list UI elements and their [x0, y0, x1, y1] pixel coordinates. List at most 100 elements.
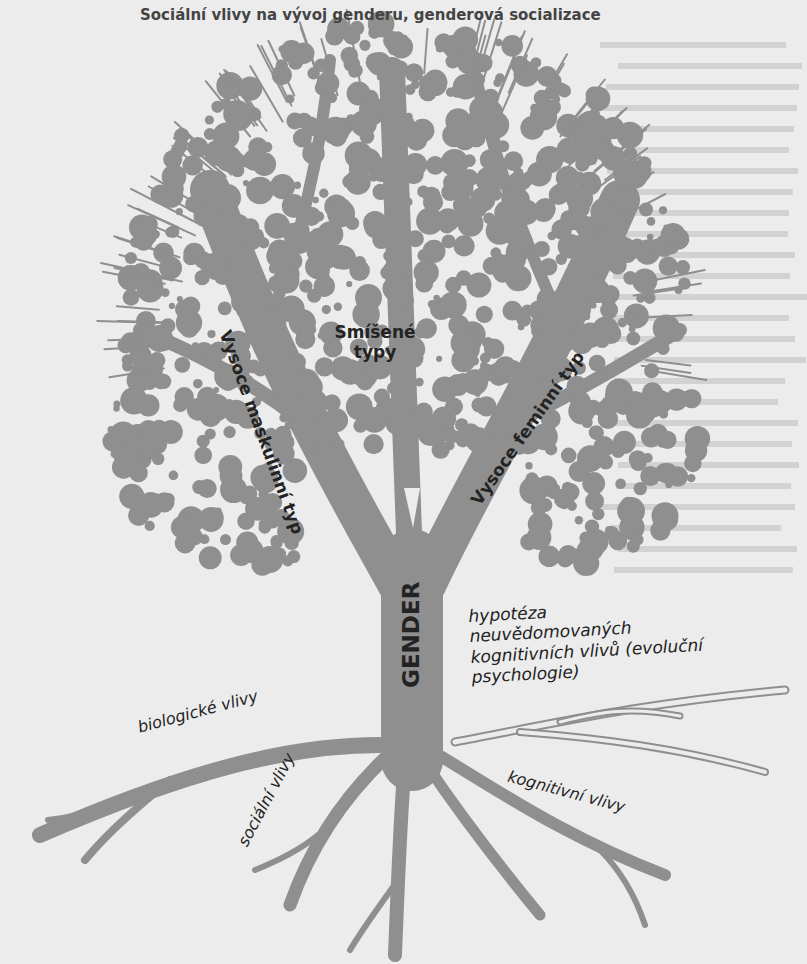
- leaf-blob: [205, 209, 214, 218]
- leaf-blob: [658, 463, 679, 484]
- leaf-blob: [237, 513, 254, 530]
- leaf-blob: [161, 288, 170, 297]
- leaf-blob: [501, 374, 511, 384]
- leaf-blob: [629, 450, 647, 468]
- leaf-blob: [421, 266, 435, 280]
- leaf-blob: [149, 352, 166, 369]
- leaf-blob: [516, 281, 524, 289]
- leaf-blob: [268, 394, 278, 404]
- leaf-blob: [635, 240, 660, 265]
- twig: [258, 45, 287, 102]
- page-text-line: [618, 63, 802, 69]
- root-label: biologické vlivy: [136, 687, 260, 738]
- leaf-blob: [583, 313, 590, 320]
- leaf-blob: [601, 324, 621, 344]
- leaf-blob: [531, 500, 547, 516]
- twig: [591, 129, 646, 175]
- leaf-blob: [520, 534, 537, 551]
- twig: [174, 138, 226, 182]
- leaf-blob: [415, 378, 424, 387]
- leaf-blob: [321, 117, 349, 145]
- leaf-blob: [591, 159, 597, 165]
- leaf-blob: [441, 36, 460, 55]
- leaf-blob: [613, 431, 636, 454]
- leaf-blob: [538, 529, 546, 537]
- leaf-blob: [279, 413, 288, 422]
- twig: [424, 29, 427, 73]
- leaf-blob: [315, 357, 334, 376]
- leaf-blob: [349, 63, 363, 77]
- leaf-blob: [337, 199, 349, 211]
- leaf-blob: [258, 237, 269, 248]
- leaf-blob: [575, 516, 583, 524]
- twig: [605, 148, 647, 180]
- leaf-blob: [213, 122, 240, 149]
- leaf-blob: [408, 154, 417, 163]
- leaf-blob: [545, 99, 561, 115]
- leaf-blob: [537, 361, 545, 369]
- leaf-blob: [659, 206, 667, 214]
- leaf-blob: [602, 295, 616, 309]
- leaf-blob: [568, 312, 579, 323]
- leaf-blob: [585, 519, 599, 533]
- leaf-blob: [153, 373, 169, 389]
- leaf-blob: [605, 390, 616, 401]
- page-text-lines: [600, 42, 807, 573]
- twig: [227, 71, 260, 119]
- leaf-blob: [368, 27, 380, 39]
- leaf-blob: [657, 342, 670, 355]
- leaf-blob: [575, 157, 589, 171]
- page-text-line: [600, 42, 786, 48]
- leaf-blob: [251, 554, 273, 576]
- leaf-blob: [303, 122, 318, 137]
- leaf-blob: [199, 507, 224, 532]
- page-heading: Sociální vlivy na vývoj genderu, gendero…: [140, 6, 601, 24]
- leaf-blob: [141, 442, 158, 459]
- leaf-blob: [504, 151, 524, 171]
- leaf-blob: [194, 446, 212, 464]
- leaf-blob: [183, 250, 198, 265]
- leaf-blob: [199, 546, 222, 569]
- leaf-blob: [302, 207, 321, 226]
- leaf-blob: [327, 93, 337, 103]
- leaf-blob: [282, 555, 293, 566]
- leaf-blob: [194, 342, 214, 362]
- leaf-blob: [123, 289, 140, 306]
- twig: [472, 20, 494, 97]
- leaf-blob: [345, 142, 373, 170]
- twig: [471, 36, 485, 88]
- leaf-blob: [445, 398, 463, 416]
- leaf-blob: [413, 412, 438, 437]
- leaf-blob: [567, 501, 577, 511]
- leaf-blob: [493, 79, 501, 87]
- leaf-blob: [215, 145, 241, 171]
- twig: [642, 366, 691, 373]
- leaf-blob: [603, 369, 611, 377]
- leaf-blob: [621, 497, 635, 511]
- leaf-blob: [446, 88, 455, 97]
- leaf-blob: [312, 441, 325, 454]
- page-text-line: [606, 84, 799, 90]
- leaf-blob: [154, 494, 160, 500]
- leaf-blob: [443, 174, 461, 192]
- leaf-blob: [530, 369, 542, 381]
- leaf-blob: [180, 320, 198, 338]
- leaf-blob: [615, 478, 626, 489]
- twig: [118, 238, 166, 253]
- leaf-blob: [548, 488, 560, 500]
- leaf-blob: [424, 73, 447, 96]
- leaf-blob: [395, 236, 404, 245]
- leaf-blob: [463, 154, 476, 167]
- twig: [585, 111, 623, 149]
- leaf-blob: [539, 546, 560, 567]
- leaf-blob: [385, 204, 404, 223]
- twig: [618, 172, 654, 195]
- leaf-blob: [278, 393, 286, 401]
- leaf-blob: [186, 529, 203, 546]
- leaf-blob: [621, 248, 627, 254]
- twig: [300, 22, 325, 96]
- leaf-blob: [480, 352, 491, 363]
- twig: [261, 46, 291, 106]
- leaf-blob: [433, 295, 439, 301]
